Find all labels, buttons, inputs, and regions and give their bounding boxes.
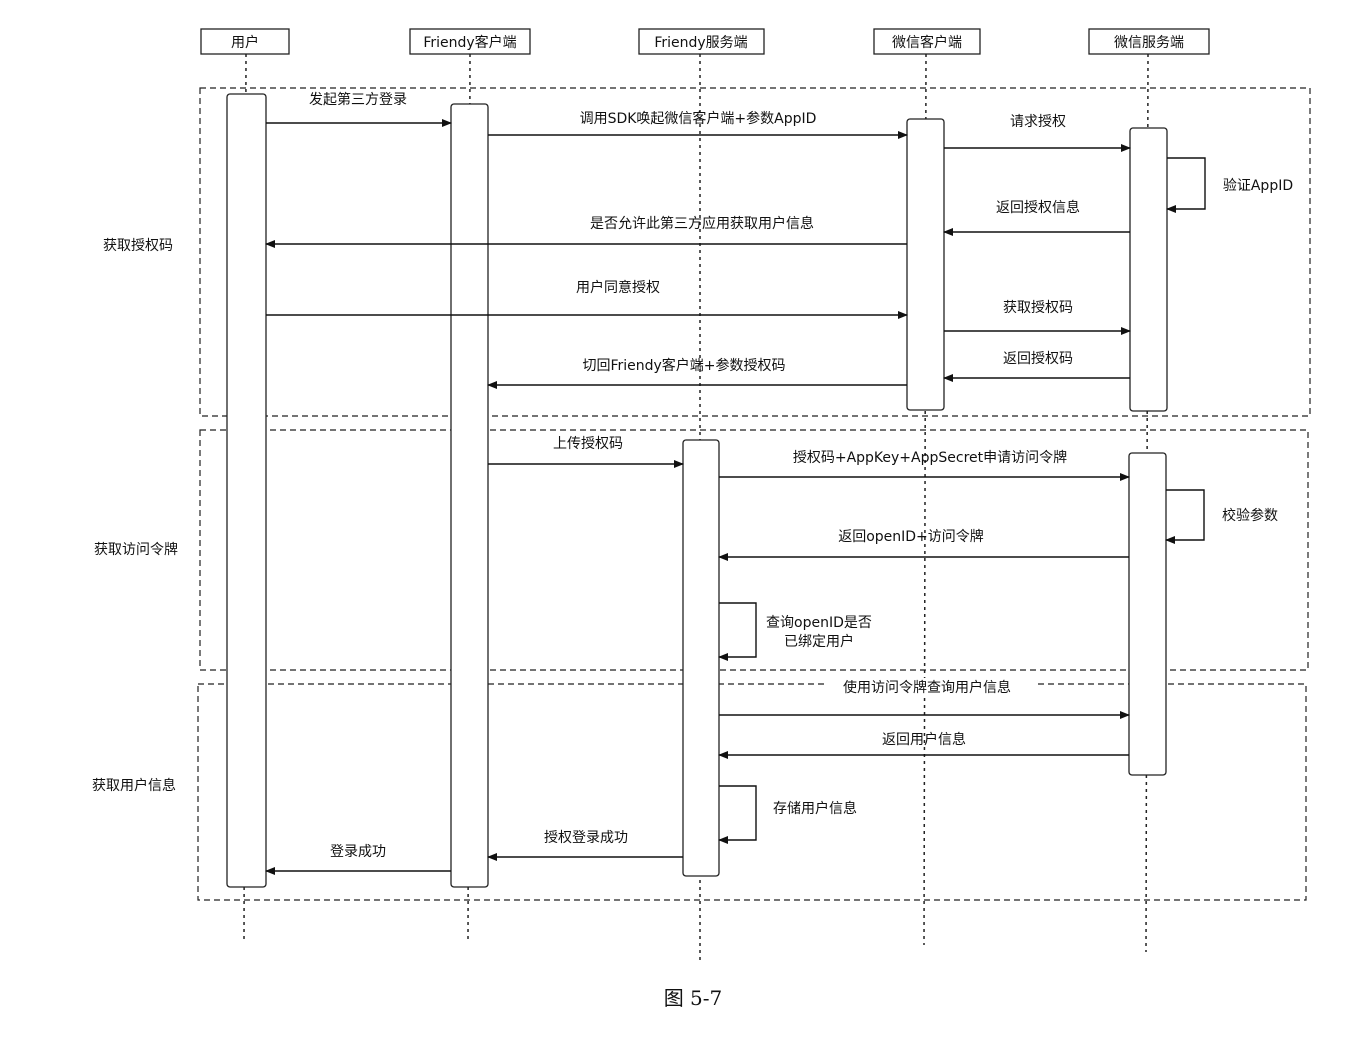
section-auth-code-label: 获取授权码 <box>103 238 173 254</box>
message-m1: 发起第三方登录 <box>266 91 452 127</box>
message-m5-label: 返回授权信息 <box>996 199 1080 216</box>
participant-fserver-label: Friendy服务端 <box>654 35 747 51</box>
participant-wclient-box <box>873 28 981 55</box>
message-m7-label: 用户同意授权 <box>576 279 660 296</box>
figure-caption: 图 5-7 <box>664 986 723 1010</box>
participant-fclient-box <box>409 28 531 55</box>
message-m2-label: 调用SDK唤起微信客户端+参数AppID <box>580 110 817 127</box>
activation-wserver-2 <box>1128 452 1167 776</box>
section-user-info: 获取用户信息 <box>92 683 1307 901</box>
message-m1-label: 发起第三方登录 <box>309 91 407 108</box>
message-m11: 上传授权码 <box>488 436 684 468</box>
message-m19-label: 授权登录成功 <box>544 830 628 846</box>
message-m20-label: 登录成功 <box>330 844 386 860</box>
message-m17: 返回用户信息 <box>718 731 1129 759</box>
participant-fserver: Friendy服务端 <box>638 28 765 55</box>
section-frames: 获取授权码 获取访问令牌 获取用户信息 <box>92 87 1311 901</box>
messages: 发起第三方登录 调用SDK唤起微信客户端+参数AppID 请求授权 验证AppI… <box>265 91 1293 875</box>
participants: 用户 Friendy客户端 Friendy服务端 微信客户端 微信服务端 <box>200 28 1210 55</box>
message-m14-label: 返回openID+访问令牌 <box>838 528 984 545</box>
participant-wserver-box <box>1088 28 1210 55</box>
message-m7: 用户同意授权 <box>266 279 908 319</box>
message-m8: 获取授权码 <box>944 300 1131 335</box>
message-m16-label-bg <box>826 678 1036 696</box>
section-auth-code: 获取授权码 <box>103 87 1311 417</box>
participant-wserver-label: 微信服务端 <box>1114 35 1184 51</box>
message-m10: 切回Friendy客户端+参数授权码 <box>487 357 907 389</box>
participant-wserver: 微信服务端 <box>1088 28 1210 55</box>
message-m3-label: 请求授权 <box>1010 114 1066 130</box>
message-m3: 请求授权 <box>944 114 1131 152</box>
section-access-token-label: 获取访问令牌 <box>94 541 178 558</box>
message-m15-label: 查询openID是否 已绑定用户 <box>766 615 876 650</box>
participant-user-label: 用户 <box>231 34 259 51</box>
activation-wclient <box>906 118 945 411</box>
message-m5: 返回授权信息 <box>943 199 1130 236</box>
message-m4-arrow <box>1166 157 1206 213</box>
message-m16: 使用访问令牌查询用户信息 <box>719 678 1130 719</box>
message-m4-label: 验证AppID <box>1223 178 1293 194</box>
section-auth-code-frame <box>199 87 1311 417</box>
message-m13: 校验参数 <box>1165 489 1278 544</box>
message-m18: 存储用户信息 <box>718 785 857 844</box>
message-m4: 验证AppID <box>1166 157 1293 213</box>
message-m18-arrow <box>718 785 757 844</box>
message-m9: 返回授权码 <box>943 351 1130 382</box>
message-m13-label: 校验参数 <box>1222 507 1278 524</box>
activation-wserver-1 <box>1129 127 1168 412</box>
activation-fclient <box>450 103 489 888</box>
message-m13-arrow <box>1165 489 1205 544</box>
participant-user: 用户 <box>200 28 290 55</box>
participant-fserver-box <box>638 28 765 55</box>
message-m12: 授权码+AppKey+AppSecret申请访问令牌 <box>719 449 1130 481</box>
message-m11-label: 上传授权码 <box>553 436 623 452</box>
message-m19: 授权登录成功 <box>487 830 683 861</box>
message-m10-label: 切回Friendy客户端+参数授权码 <box>582 357 785 374</box>
message-m12-label: 授权码+AppKey+AppSecret申请访问令牌 <box>793 449 1067 466</box>
message-m14: 返回openID+访问令牌 <box>718 528 1129 561</box>
section-access-token: 获取访问令牌 <box>94 429 1309 671</box>
message-m15: 查询openID是否 已绑定用户 <box>718 602 876 661</box>
message-m8-label: 获取授权码 <box>1003 300 1073 316</box>
section-user-info-label: 获取用户信息 <box>92 777 176 794</box>
participant-user-box <box>200 28 290 55</box>
message-m16-label: 使用访问令牌查询用户信息 <box>843 679 1011 696</box>
message-m17-label: 返回用户信息 <box>882 731 966 748</box>
section-user-info-frame <box>197 683 1307 901</box>
message-m9-label: 返回授权码 <box>1003 351 1073 367</box>
activation-user <box>226 93 267 888</box>
activation-fserver <box>682 439 720 877</box>
message-m18-label: 存储用户信息 <box>773 800 857 817</box>
message-m20: 登录成功 <box>265 844 451 875</box>
message-m6-label: 是否允许此第三方应用获取用户信息 <box>590 215 814 232</box>
message-m2: 调用SDK唤起微信客户端+参数AppID <box>488 110 908 139</box>
participant-wclient-label: 微信客户端 <box>892 34 962 51</box>
participant-fclient-label: Friendy客户端 <box>423 34 516 51</box>
section-access-token-frame <box>199 429 1309 671</box>
participant-wclient: 微信客户端 <box>873 28 981 55</box>
message-m6: 是否允许此第三方应用获取用户信息 <box>265 215 907 248</box>
message-m15-arrow <box>718 602 757 661</box>
activation-bars <box>226 93 1168 888</box>
participant-fclient: Friendy客户端 <box>409 28 531 55</box>
